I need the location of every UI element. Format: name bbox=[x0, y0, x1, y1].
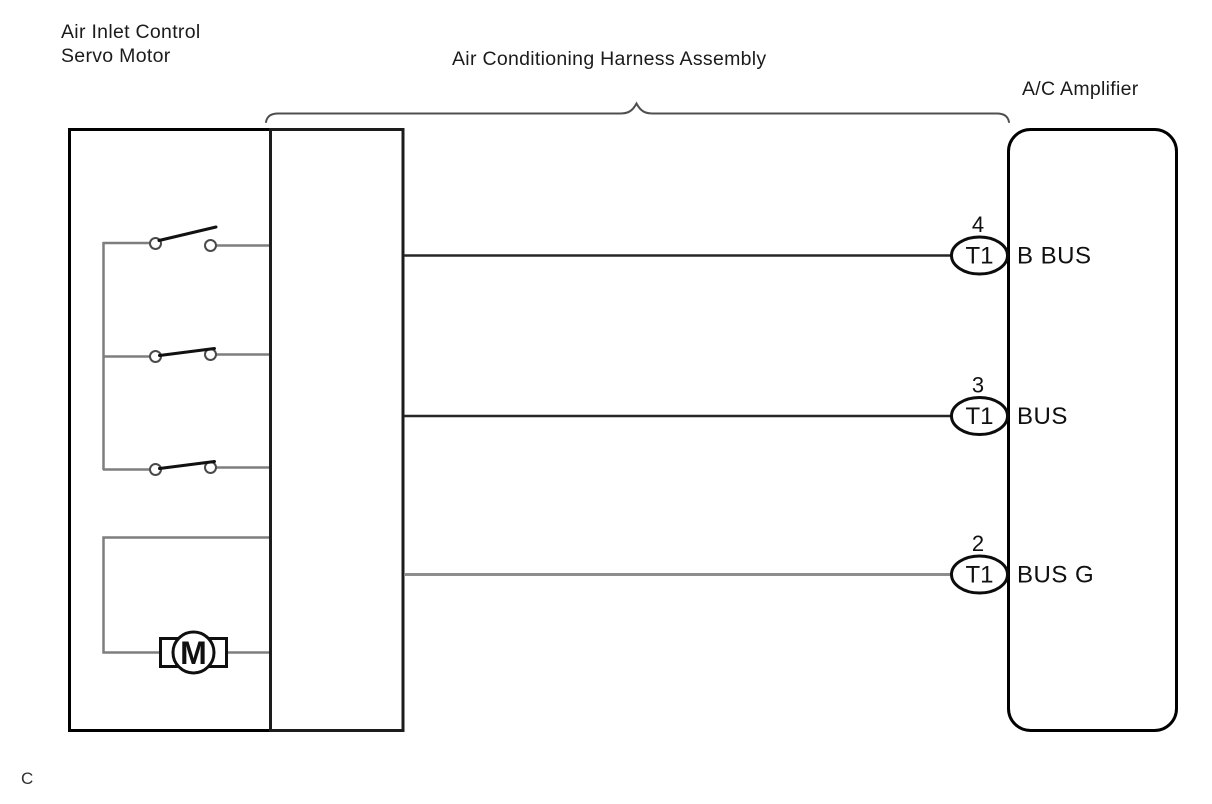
pin-terminal-4: 4 T1 B BUS bbox=[950, 212, 1092, 276]
pin-4-signal-label: B BUS bbox=[1017, 243, 1092, 270]
pin-terminal-2: 2 T1 BUS G bbox=[950, 531, 1094, 595]
pin-3-terminal-oval bbox=[950, 396, 1009, 436]
amplifier-box bbox=[1007, 128, 1178, 732]
pin-4-terminal-oval bbox=[950, 235, 1009, 276]
pin-2-terminal-label: T1 bbox=[965, 562, 993, 589]
pin-4-number: 4 bbox=[972, 212, 984, 237]
motor-loop-wire bbox=[102, 536, 269, 654]
switch-1-contact-right bbox=[204, 239, 217, 252]
pin-3-number: 3 bbox=[972, 373, 984, 398]
page-marker: C bbox=[21, 769, 34, 788]
inlet-switch-3 bbox=[103, 460, 269, 476]
amplifier-title: A/C Amplifier bbox=[1022, 78, 1139, 100]
pin-2-number: 2 bbox=[972, 531, 984, 556]
motor-circle bbox=[171, 630, 216, 675]
switch-3-blade bbox=[158, 460, 216, 470]
harness-connector-box bbox=[269, 128, 405, 732]
switch-1-blade bbox=[157, 225, 218, 242]
motor-letter: M bbox=[180, 635, 207, 671]
pin-4-terminal-label: T1 bbox=[965, 243, 993, 270]
pin-3-signal-label: BUS bbox=[1017, 403, 1068, 430]
harness-brace bbox=[265, 101, 1010, 123]
inlet-switch-1 bbox=[103, 225, 269, 252]
inlet-switch-2 bbox=[103, 347, 269, 363]
harness-title: Air Conditioning Harness Assembly bbox=[452, 48, 767, 70]
servo-motor-title: Air Inlet Control Servo Motor bbox=[61, 21, 201, 68]
pin-2-signal-label: BUS G bbox=[1017, 562, 1094, 589]
pin-terminal-3: 3 T1 BUS bbox=[950, 373, 1068, 436]
motor-circuit: M bbox=[102, 536, 269, 675]
servo-motor-title-line1: Air Inlet Control bbox=[61, 21, 201, 43]
switch-2-blade bbox=[158, 347, 216, 357]
servo-motor-title-line2: Servo Motor bbox=[61, 44, 171, 67]
pin-2-terminal-oval bbox=[950, 554, 1009, 595]
pin-3-terminal-label: T1 bbox=[965, 403, 993, 430]
